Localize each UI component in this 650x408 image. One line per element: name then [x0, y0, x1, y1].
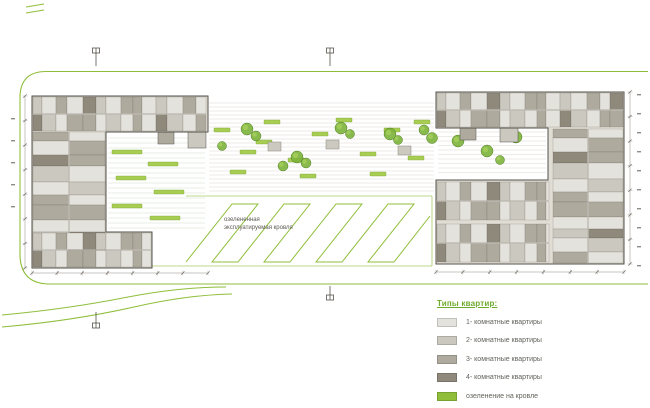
- legend-swatch: [437, 354, 457, 364]
- dimension-lines: [11, 90, 641, 276]
- legend-label: 3- комнатные квартиры: [466, 355, 542, 363]
- roof-label-line2: эксплуатируемая кровля: [224, 225, 293, 231]
- legend-item: 2- комнатные квартиры: [437, 336, 627, 345]
- legend-items: 1- комнатные квартиры 2- комнатные кварти…: [437, 317, 627, 401]
- section-flag-top-2: [326, 47, 334, 54]
- legend-label: 4- комнатные квартиры: [466, 374, 542, 381]
- section-markers: [92, 47, 334, 329]
- legend-item: 1- комнатные квартиры: [437, 317, 627, 327]
- boundary-road-lower-2: [1, 293, 233, 328]
- roof-hedges: [111, 117, 431, 221]
- legend-swatch: [437, 373, 457, 382]
- roof-label-line1: озелененная: [224, 217, 260, 223]
- legend-item: озеленение на кровле: [437, 391, 627, 401]
- legend-title: Типы квартир:: [437, 299, 498, 308]
- legend-item: 4- комнатные квартиры: [437, 373, 627, 382]
- roof-zigzag-paths: [150, 195, 433, 267]
- right-building: [435, 91, 625, 265]
- site-boundary-lines: [1, 3, 648, 328]
- left-building: [31, 95, 209, 269]
- legend-swatch: [437, 336, 457, 345]
- boundary-top-left: [19, 70, 648, 285]
- legend: Типы квартир: 1- комнатные квартиры 2- ко…: [437, 299, 627, 408]
- section-flag-bottom-1: [92, 322, 100, 329]
- legend-swatch: [437, 391, 457, 401]
- legend-item: 3- комнатные квартиры: [437, 354, 627, 364]
- legend-swatch: [437, 317, 457, 327]
- roof-edge-lines: [150, 195, 433, 267]
- section-flag-bottom-2: [326, 294, 334, 301]
- section-flag-top-1: [92, 47, 100, 54]
- boundary-road-lower-1: [1, 286, 227, 316]
- zigzag-meander: [185, 203, 431, 263]
- legend-label: 1- комнатные квартиры: [466, 318, 542, 326]
- north-ticks: [25, 3, 45, 14]
- legend-label: озеленение на кровле: [466, 392, 539, 400]
- legend-label: 2- комнатные квартиры: [466, 337, 542, 344]
